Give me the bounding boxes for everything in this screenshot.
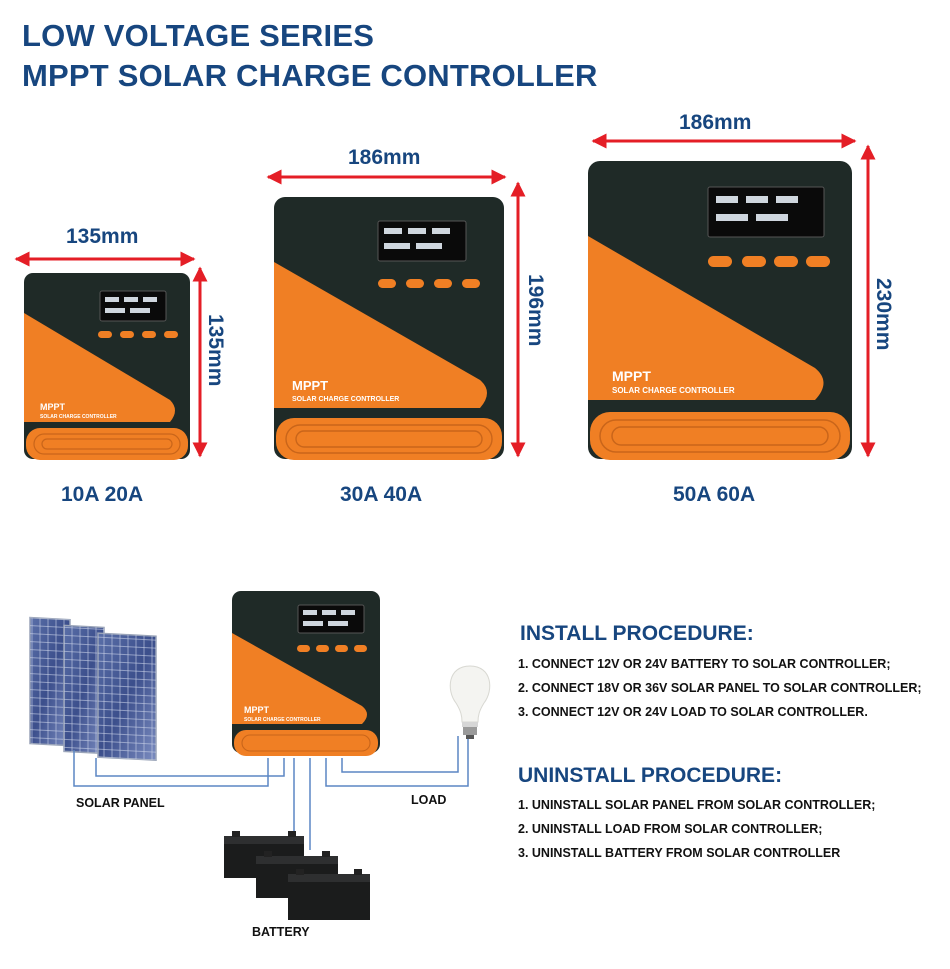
width-label-small: 135mm [66, 225, 139, 248]
model-label-medium: 30A 40A [340, 483, 423, 506]
uninstall-procedure-heading: UNINSTALL PROCEDURE: [518, 764, 783, 787]
solar-panel-label: SOLAR PANEL [76, 796, 165, 810]
solar-panels [29, 616, 157, 761]
controller-small-brand: MPPT [40, 402, 66, 412]
height-label-small: 135mm [204, 314, 227, 387]
controller-large: MPPT SOLAR CHARGE CONTROLLER [588, 161, 852, 460]
controller-large-subtitle: SOLAR CHARGE CONTROLLER [612, 386, 735, 395]
controller-medium-subtitle: SOLAR CHARGE CONTROLLER [292, 396, 399, 403]
install-step: 2. CONNECT 18V OR 36V SOLAR PANEL TO SOL… [518, 681, 922, 695]
model-label-small: 10A 20A [61, 483, 144, 506]
install-procedure-list: 1. CONNECT 12V OR 24V BATTERY TO SOLAR C… [518, 655, 922, 727]
wires [73, 736, 469, 850]
model-label-large: 50A 60A [673, 483, 756, 506]
controller-small: MPPT SOLAR CHARGE CONTROLLER [24, 273, 190, 460]
diagram-controller-brand: MPPT [244, 705, 270, 715]
controller-small-subtitle: SOLAR CHARGE CONTROLLER [40, 414, 117, 420]
install-step: 3. CONNECT 12V OR 24V LOAD TO SOLAR CONT… [518, 705, 868, 719]
install-step: 1. CONNECT 12V OR 24V BATTERY TO SOLAR C… [518, 657, 891, 671]
uninstall-step: 1. UNINSTALL SOLAR PANEL FROM SOLAR CONT… [518, 798, 876, 812]
batteries [224, 831, 370, 920]
diagram-controller: MPPT SOLAR CHARGE CONTROLLER [232, 591, 380, 756]
height-label-medium: 196mm [524, 274, 547, 347]
diagram-controller-subtitle: SOLAR CHARGE CONTROLLER [244, 717, 321, 723]
page-title-line1: LOW VOLTAGE SERIES [22, 18, 375, 53]
uninstall-procedure-list: 1. UNINSTALL SOLAR PANEL FROM SOLAR CONT… [518, 796, 875, 868]
load-label: LOAD [411, 793, 447, 807]
install-procedure-heading: INSTALL PROCEDURE: [520, 622, 754, 645]
dimension-arrows [14, 133, 876, 458]
page-title-line2: MPPT SOLAR CHARGE CONTROLLER [22, 58, 598, 93]
uninstall-step: 3. UNINSTALL BATTERY FROM SOLAR CONTROLL… [518, 846, 841, 860]
controller-medium: MPPT SOLAR CHARGE CONTROLLER [274, 197, 504, 460]
controller-large-brand: MPPT [612, 368, 651, 384]
battery-label: BATTERY [252, 925, 310, 939]
width-label-large: 186mm [679, 111, 752, 134]
height-label-large: 230mm [872, 278, 895, 351]
controller-medium-brand: MPPT [292, 378, 328, 393]
width-label-medium: 186mm [348, 146, 421, 169]
uninstall-step: 2. UNINSTALL LOAD FROM SOLAR CONTROLLER; [518, 822, 823, 836]
light-bulb-icon [449, 665, 491, 739]
